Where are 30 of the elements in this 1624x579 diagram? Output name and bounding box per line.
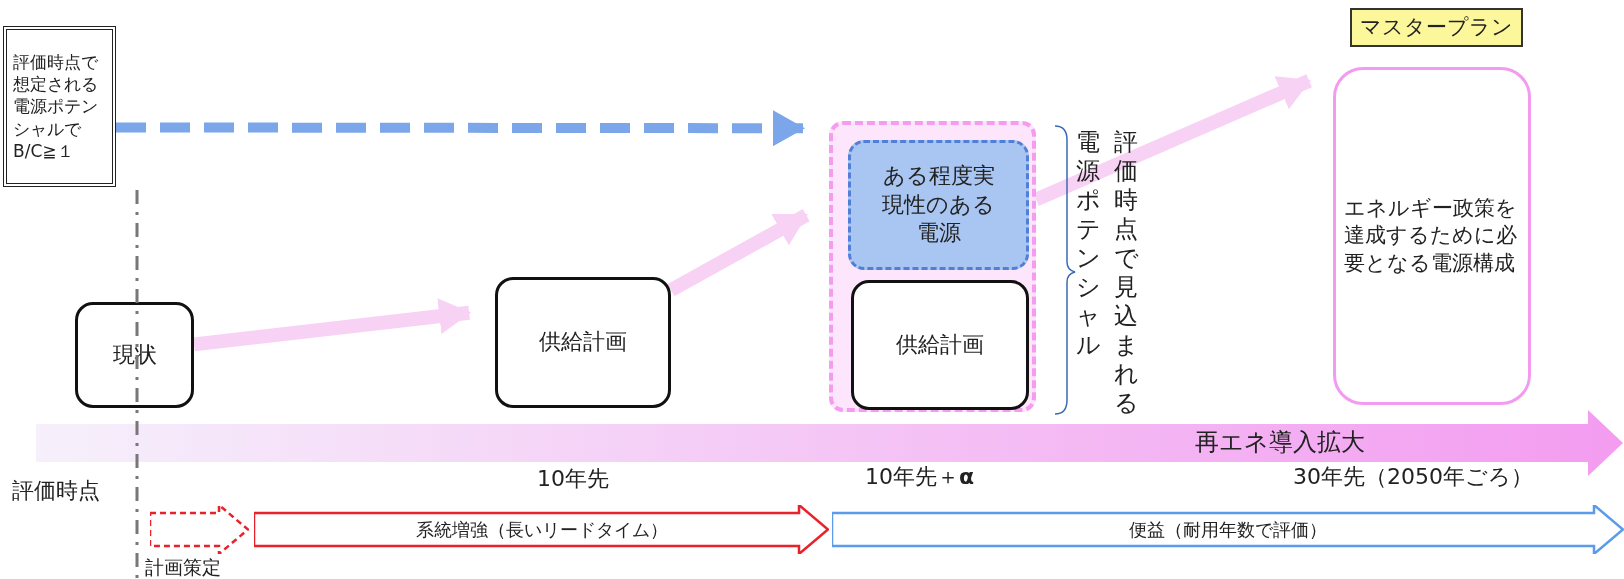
timeline-label: 30年先（2050年ごろ） — [1293, 463, 1533, 491]
bracket-note: 評価時点で見込まれる電源ポテンシャル — [1074, 128, 1140, 418]
dashed-group-box — [829, 121, 1036, 412]
node-label: 再エネ導入拡大 — [1195, 427, 1365, 459]
arrow — [116, 110, 805, 147]
period-band — [254, 505, 829, 554]
node-label: 供給計画 — [895, 330, 985, 359]
process-box — [848, 140, 1029, 270]
process-box — [75, 302, 194, 408]
info-box — [3, 26, 116, 187]
node-label: 現状 — [111, 340, 158, 369]
node-label: 便益（耐用年数で評価） — [1129, 517, 1327, 542]
process-box — [1333, 67, 1531, 405]
period-band — [832, 505, 1624, 554]
node-label: 供給計画 — [538, 328, 628, 357]
arrow — [193, 298, 472, 352]
process-box — [851, 280, 1029, 410]
node-label: マスタープラン — [1360, 13, 1513, 41]
node-label: エネルギー政策を達成するために必要となる電源構成 — [1343, 195, 1518, 277]
timeline-label: 評価時点 — [12, 477, 100, 505]
timeline-label: 10年先＋α — [865, 463, 975, 491]
timeline-label: 10年先 — [537, 465, 609, 493]
process-box — [495, 277, 671, 408]
title-tag — [1350, 8, 1523, 47]
node-caption: 計画策定 — [145, 555, 221, 579]
node-label: ある程度実現性のある電源 — [881, 162, 996, 248]
period-band — [150, 505, 249, 554]
node-label: 系統増強（長いリードタイム） — [415, 517, 668, 542]
arrow — [667, 208, 810, 297]
node-label: 評価時点で想定される電源ポテンシャルでB/C≧１ — [12, 51, 99, 163]
